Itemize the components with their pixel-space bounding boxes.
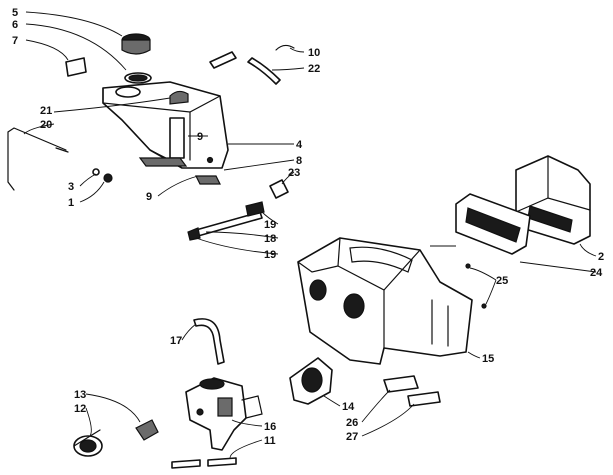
callout-10: 10 bbox=[308, 47, 320, 59]
callout-26: 26 bbox=[346, 417, 358, 429]
shutoff-valve bbox=[269, 179, 289, 199]
tank-filler-neck bbox=[115, 86, 141, 98]
callout-2: 2 bbox=[598, 251, 604, 263]
callout-12: 12 bbox=[74, 403, 86, 415]
leader-lines bbox=[23, 11, 597, 459]
tank-strap-rod bbox=[7, 127, 69, 191]
callout-23: 23 bbox=[288, 167, 300, 179]
screws-25 bbox=[465, 263, 487, 309]
hose-top bbox=[209, 51, 237, 69]
callout-17: 17 bbox=[170, 335, 182, 347]
callout-3: 3 bbox=[68, 181, 74, 193]
callout-8: 8 bbox=[296, 155, 302, 167]
callout-20: 20 bbox=[40, 119, 52, 131]
vent-hose-17 bbox=[193, 318, 225, 365]
fuel-filter-line bbox=[187, 201, 265, 241]
washer-nut bbox=[92, 168, 113, 183]
foam-pad bbox=[65, 57, 87, 77]
air-silencer-box bbox=[297, 237, 473, 365]
cap-gasket bbox=[124, 72, 152, 84]
callout-24: 24 bbox=[590, 267, 603, 279]
fuel-tank bbox=[102, 81, 229, 185]
callout-13: 13 bbox=[74, 389, 86, 401]
callout-6: 6 bbox=[12, 19, 18, 31]
carburetor bbox=[185, 377, 263, 451]
callout-19-lower: 19 bbox=[264, 249, 276, 261]
intake-gasket bbox=[455, 193, 531, 255]
callout-27: 27 bbox=[346, 431, 358, 443]
callout-11: 11 bbox=[264, 435, 276, 447]
carb-flange bbox=[289, 357, 333, 405]
callout-25: 25 bbox=[496, 275, 508, 287]
callout-15: 15 bbox=[482, 353, 494, 365]
callout-16: 16 bbox=[264, 421, 276, 433]
callout-21: 21 bbox=[40, 105, 52, 117]
silencer-rubber-pads bbox=[383, 375, 441, 407]
hose-clamp-ring bbox=[247, 44, 295, 85]
callout-9-lower: 9 bbox=[146, 191, 152, 203]
callout-5: 5 bbox=[12, 7, 18, 19]
fuel-cap bbox=[121, 33, 151, 55]
callout-1: 1 bbox=[68, 197, 74, 209]
carb-clamp bbox=[135, 419, 159, 441]
callout-7: 7 bbox=[12, 35, 18, 47]
air-intake-boot bbox=[515, 155, 591, 245]
callout-22: 22 bbox=[308, 63, 320, 75]
air-filter-cone bbox=[73, 429, 103, 457]
callout-19-upper: 19 bbox=[264, 219, 276, 231]
hose-pieces-11 bbox=[171, 457, 237, 469]
callout-labels: 5 6 7 10 22 21 20 9 4 8 23 3 1 9 19 18 1… bbox=[12, 7, 604, 447]
callout-18: 18 bbox=[264, 233, 276, 245]
callout-4: 4 bbox=[296, 139, 303, 151]
grommet-cap bbox=[169, 90, 189, 105]
callout-14: 14 bbox=[342, 401, 355, 413]
callout-9-upper: 9 bbox=[197, 131, 203, 143]
